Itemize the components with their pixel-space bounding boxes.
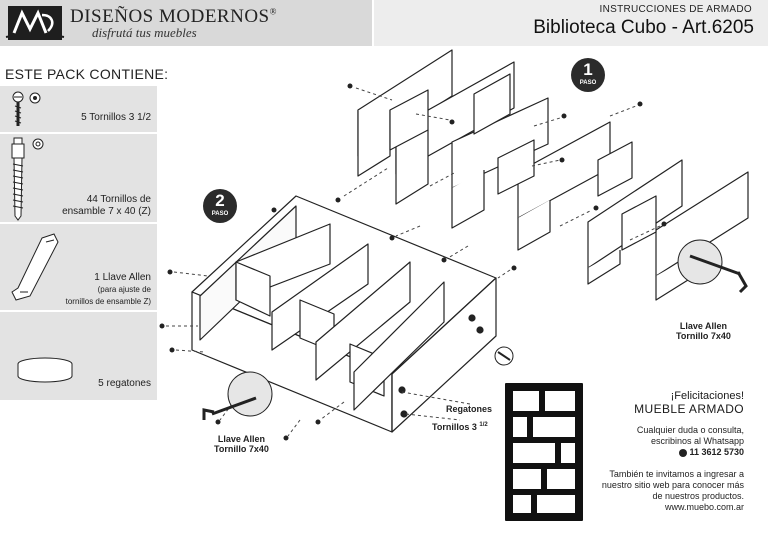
pack-title: ESTE PACK CONTIENE:: [5, 66, 169, 82]
pack-item-allen-key: 1 Llave Allen (para ajuste de tornillos …: [0, 224, 157, 310]
contact-info: Cualquier duda o consulta, escribinos al…: [636, 425, 744, 457]
detail-magnifier-right: [677, 239, 748, 294]
congrats-heading: ¡Felicitaciones!: [670, 390, 744, 402]
product-title: Biblioteca Cubo - Art.6205: [533, 17, 754, 38]
website-url[interactable]: www.muebo.com.ar: [664, 502, 744, 512]
header: DISEÑOS MODERNOS® disfrutá tus muebles I…: [0, 0, 768, 46]
label-tornillos: Tornillos 3 1/2: [432, 422, 488, 432]
pack-item-small-screws: 5 Tornillos 3 1/2: [0, 86, 157, 132]
brand-name: DISEÑOS MODERNOS®: [70, 6, 277, 27]
brand-bar: DISEÑOS MODERNOS® disfrutá tus muebles: [0, 0, 372, 46]
pack-item-foot-caps: 5 regatones: [0, 312, 157, 400]
brand-logo-icon: [5, 6, 65, 40]
assembly-screw-icon: [11, 137, 44, 221]
pack-item-label: 5 regatones: [98, 378, 151, 389]
step2-box: [191, 195, 497, 433]
pack-item-label: 5 Tornillos 3 1/2: [81, 112, 151, 123]
whatsapp-number: 11 3612 5730: [689, 447, 744, 457]
label-regatones: Regatones: [446, 404, 493, 414]
regaton-detail: [494, 346, 514, 366]
pack-item-label: 1 Llave Allen (para ajuste de tornillos …: [65, 272, 151, 306]
website-info: También te invitamos a ingresar a nuestr…: [601, 469, 744, 512]
congrats-subheading: MUEBLE ARMADO: [634, 402, 744, 416]
title-bar: INSTRUCCIONES DE ARMADO Biblioteca Cubo …: [374, 0, 768, 46]
whatsapp-icon: [679, 448, 688, 457]
allen-key-icon: [11, 233, 59, 301]
foot-cap-icon: [17, 357, 73, 383]
finished-bookcase: [505, 383, 583, 521]
instructions-label: INSTRUCCIONES DE ARMADO: [599, 4, 752, 15]
detail-magnifier-left: [202, 371, 273, 420]
small-screw-icon: [12, 91, 41, 126]
brand-slogan: disfrutá tus muebles: [92, 25, 197, 40]
